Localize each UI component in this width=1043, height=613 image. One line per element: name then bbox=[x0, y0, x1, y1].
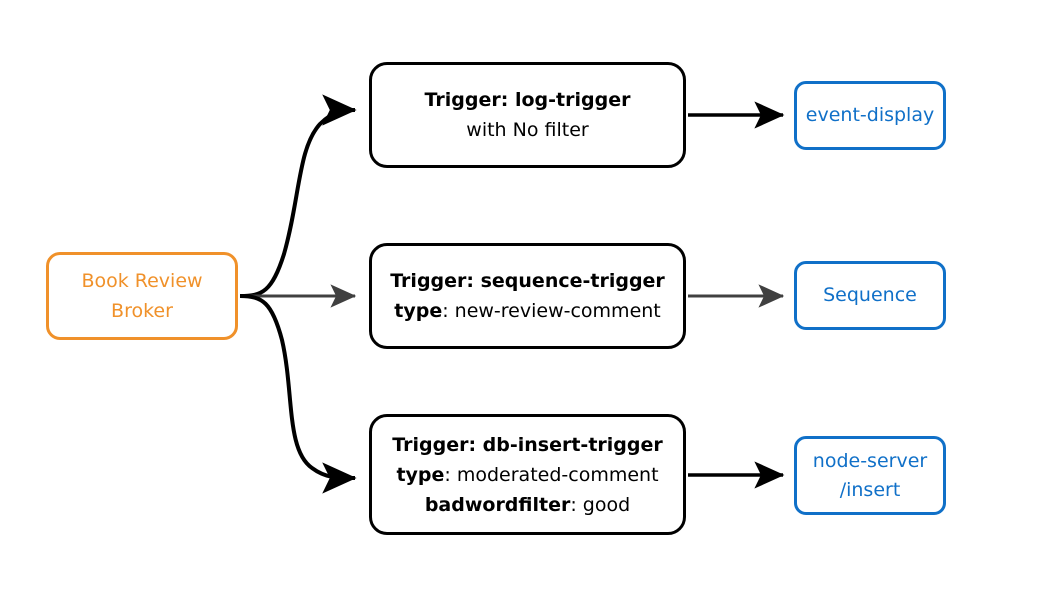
target-sequence-label: Sequence bbox=[823, 284, 917, 306]
trigger-sequence-line1: Trigger: sequence-trigger bbox=[390, 266, 665, 296]
node-trigger-sequence-trigger[interactable]: Trigger: sequence-trigger type: new-revi… bbox=[369, 243, 686, 349]
trigger-sequence-line1-key: Trigger: sequence-trigger bbox=[390, 270, 665, 292]
node-target-sequence[interactable]: Sequence bbox=[794, 261, 946, 330]
trigger-sequence-line2-key: type bbox=[394, 300, 443, 322]
trigger-db-line2-value: : moderated-comment bbox=[444, 463, 659, 486]
trigger-db-line3-value: : good bbox=[570, 493, 631, 516]
trigger-sequence-line2-value: : new-review-comment bbox=[442, 300, 661, 322]
edge-broker-to-db-insert-trigger bbox=[239, 294, 357, 494]
broker-label-line1: Book Review bbox=[81, 270, 203, 292]
node-trigger-db-insert-trigger[interactable]: Trigger: db-insert-trigger type: moderat… bbox=[369, 414, 686, 535]
node-target-event-display[interactable]: event-display bbox=[794, 81, 946, 150]
trigger-db-line1: Trigger: db-insert-trigger bbox=[392, 430, 663, 460]
trigger-db-line2: type: moderated-comment bbox=[396, 460, 658, 490]
broker-label-line2: Broker bbox=[111, 300, 173, 322]
target-event-display-label: event-display bbox=[805, 104, 935, 126]
node-target-node-server-insert[interactable]: node-server /insert bbox=[794, 436, 946, 515]
trigger-db-line1-key: Trigger: db-insert-trigger bbox=[392, 433, 663, 456]
trigger-log-line1: Trigger: log-trigger bbox=[425, 85, 631, 115]
target-node-server-label-line2: /insert bbox=[839, 478, 901, 501]
trigger-db-line2-key: type bbox=[396, 463, 445, 486]
trigger-log-line2-value: with No filter bbox=[466, 119, 589, 141]
trigger-db-line3: badwordfilter: good bbox=[425, 490, 630, 520]
trigger-log-line2: with No filter bbox=[466, 115, 588, 145]
node-book-review-broker[interactable]: Book Review Broker bbox=[46, 252, 238, 340]
trigger-sequence-line2: type: new-review-comment bbox=[394, 296, 661, 326]
node-trigger-log-trigger[interactable]: Trigger: log-trigger with No filter bbox=[369, 62, 686, 168]
trigger-db-line3-key: badwordfilter bbox=[424, 493, 571, 516]
target-node-server-label-line1: node-server bbox=[812, 449, 928, 472]
edge-broker-to-log-trigger bbox=[239, 94, 357, 298]
trigger-log-line1-key: Trigger: log-trigger bbox=[424, 89, 631, 111]
